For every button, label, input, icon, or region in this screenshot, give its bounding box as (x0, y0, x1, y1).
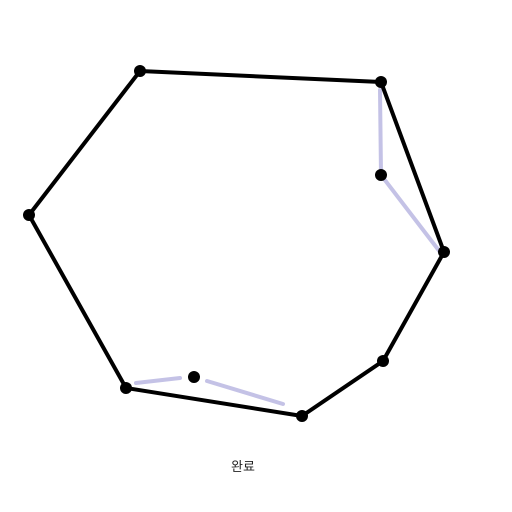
done-button[interactable]: 완료 (231, 460, 255, 475)
candidate-point-lower-left[interactable] (188, 371, 200, 383)
polygon-vertices[interactable] (23, 65, 450, 422)
hint-line-lower-left-b (205, 379, 285, 406)
hint-lines (134, 88, 442, 406)
vertex-handle-right[interactable] (438, 246, 450, 258)
vertex-handle-lower-right[interactable] (377, 355, 389, 367)
candidate-points[interactable] (188, 169, 387, 383)
candidate-point-upper-right[interactable] (375, 169, 387, 181)
vertex-handle-top-left[interactable] (134, 65, 146, 77)
vertex-handle-top-right[interactable] (375, 76, 387, 88)
polygon-outline (27, 69, 446, 418)
vertex-handle-bottom[interactable] (296, 410, 308, 422)
vertex-handle-bottom-left[interactable] (120, 382, 132, 394)
hint-line-lower-left-a (134, 376, 182, 385)
hint-line-upper-right (378, 88, 442, 254)
vertex-handle-left[interactable] (23, 209, 35, 221)
